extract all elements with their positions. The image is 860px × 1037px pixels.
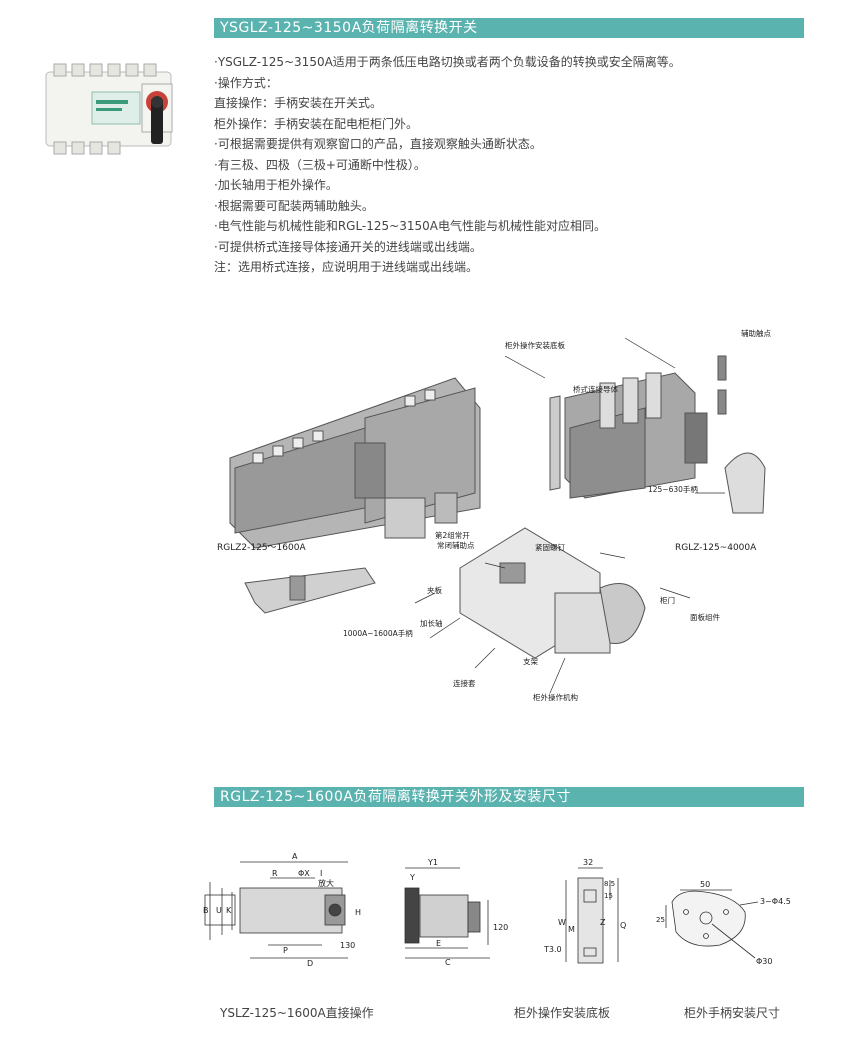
switch-photo [45,63,173,155]
dim-25: 25 [656,916,665,924]
dim-U: U [216,906,222,915]
desc-line: ·操作方式： [214,75,278,90]
dim-Y1: Y1 [427,858,438,867]
dim-R: R [272,869,278,878]
dim-8-5: 8.5 [604,880,615,888]
dim-phi30: Φ30 [756,957,772,966]
desc-line: 柜外操作：手柄安装在配电柜柜门外。 [214,116,419,131]
dim-zoom: 放大 [318,878,334,888]
label-clamp: 夹板 [427,585,442,595]
dim-50: 50 [700,880,710,889]
label-bridge: 桥式连接导体 [573,384,618,394]
dim-hole: 3~Φ4.5 [760,897,791,906]
dim-Q: Q [620,921,626,930]
dim-W: W [558,918,566,927]
label-aux-2nd-b: 常闭辅助点 [437,540,475,550]
dim-H: H [355,908,361,917]
desc-line: ·有三极、四极（三极+可通断中性极）。 [214,157,426,172]
dim-15: 15 [604,892,613,900]
caption-direct-operation: YSLZ-125~1600A直接操作 [220,1006,374,1020]
label-model-right: RGLZ-125~4000A [675,543,757,553]
desc-line: ·可提供桥式连接导体接通开关的进线端或出线端。 [214,239,482,254]
label-panel-assy: 面板组件 [690,612,720,622]
desc-note: 注：选用桥式连接，应说明用于进线端或出线端。 [214,260,479,274]
label-mount-plate: 柜外操作安装底板 [505,340,565,350]
dim-120: 120 [493,923,508,932]
desc-line: ·电气性能与机械性能和RGL-125~3150A电气性能与机械性能对应相同。 [214,219,606,233]
dim-phiX: ΦX [298,869,310,878]
label-aux-2nd: 第2组常开 [435,530,470,540]
dim-C: C [445,958,451,967]
desc-line: ·YSGLZ-125~3150A适用于两条低压电路切换或者两个负载设备的转换或安… [214,55,681,69]
desc-line: ·加长轴用于柜外操作。 [214,178,338,192]
dimension-drawings: A R ΦX I 放大 B U K P D H 130 Y1 Y E C 120 [203,852,791,968]
dim-M: M [568,925,575,934]
dim-E: E [436,939,441,948]
label-ext-mech: 柜外操作机构 [533,692,578,702]
section-title-1: YSGLZ-125~3150A负荷隔离转换开关 [214,18,804,38]
dim-P: P [283,946,288,955]
label-model-left: RGLZ2-125～1600A [217,543,306,553]
label-aux-contact: 辅助触点 [741,328,771,338]
label-handle-630: 125~630手柄 [648,484,698,494]
label-screw: 紧固螺钉 [535,542,565,552]
label-bracket: 支架 [523,656,538,666]
caption-mount-plate: 柜外操作安装底板 [514,1006,611,1020]
label-ext-shaft: 加长轴 [420,618,443,628]
desc-line: ·根据需要可配装两辅助触头。 [214,198,374,213]
label-door: 柜门 [660,595,675,605]
assembly-diagram: 柜外操作安装底板 辅助触点 桥式连接导体 125~630手柄 RGLZ2-125… [217,328,771,702]
section-title-2: RGLZ-125~1600A负荷隔离转换开关外形及安装尺寸 [214,787,804,807]
label-handle-1600: 1000A~1600A手柄 [343,628,413,638]
dim-I: I [320,869,322,878]
desc-line: 直接操作：手柄安装在开关式。 [214,96,383,110]
dim-K: K [226,906,232,915]
dim-D: D [307,959,313,968]
dim-Z: Z [600,918,606,927]
description: ·YSGLZ-125~3150A适用于两条低压电路切换或者两个负载设备的转换或安… [214,52,794,278]
dim-T3: T3.0 [543,945,562,954]
dim-32: 32 [583,858,593,867]
dim-130: 130 [340,941,355,950]
dim-A: A [292,852,298,861]
dim-Y: Y [409,873,415,882]
caption-handle-mount: 柜外手柄安装尺寸 [684,1006,781,1020]
desc-line: ·可根据需要提供有观察窗口的产品，直接观察触头通断状态。 [214,137,542,151]
label-sleeve: 连接套 [453,678,476,688]
dim-B: B [203,906,209,915]
